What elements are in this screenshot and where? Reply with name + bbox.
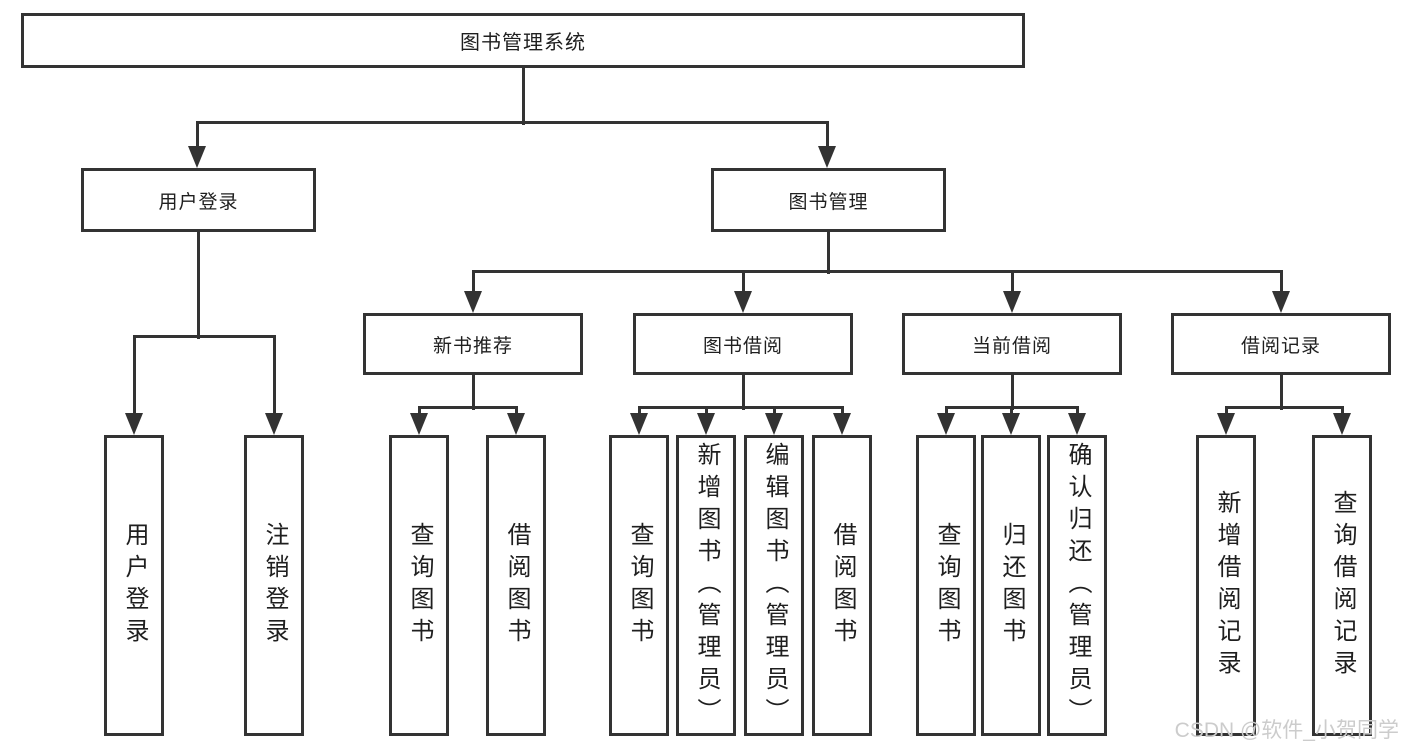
- connector-stem: [1010, 375, 1014, 410]
- node-leaf-edit-books-admin: 编辑图书（管理员）: [744, 435, 804, 736]
- arrow-down-icon: [937, 413, 955, 435]
- connector-drop-line: [1009, 405, 1013, 417]
- node-leaf-logout: 注销登录: [244, 435, 304, 736]
- connector-bar: [417, 405, 518, 409]
- node-new-book-recommend: 新书推荐: [363, 313, 583, 375]
- node-current-borrowing: 当前借阅: [902, 313, 1122, 375]
- node-book-management: 图书管理: [711, 168, 946, 232]
- arrow-down-icon: [507, 413, 525, 435]
- connector-drop-line: [132, 334, 136, 417]
- connector-drop-line: [840, 405, 844, 417]
- connector-drop-line: [1075, 405, 1079, 417]
- arrow-down-icon: [1068, 413, 1086, 435]
- connector-stem: [471, 375, 475, 410]
- connector-stem: [826, 232, 830, 274]
- connector-bar: [637, 405, 844, 409]
- connector-drop-line: [1279, 269, 1283, 295]
- connector-drop-line: [1224, 405, 1228, 417]
- connector-drop-line: [195, 120, 199, 150]
- arrow-down-icon: [125, 413, 143, 435]
- connector-drop-line: [825, 120, 829, 150]
- connector-bar: [132, 334, 276, 338]
- connector-drop-line: [637, 405, 641, 417]
- arrow-down-icon: [1217, 413, 1235, 435]
- connector-bar: [1224, 405, 1344, 409]
- node-user-login: 用户登录: [81, 168, 316, 232]
- node-library-management-system: 图书管理系统: [21, 13, 1025, 68]
- arrow-down-icon: [188, 146, 206, 168]
- arrow-down-icon: [818, 146, 836, 168]
- node-borrowing-records: 借阅记录: [1171, 313, 1391, 375]
- node-leaf-query-books-2: 查询图书: [609, 435, 669, 736]
- node-leaf-confirm-return-admin: 确认归还（管理员）: [1047, 435, 1107, 736]
- connector-drop-line: [1010, 269, 1014, 295]
- node-leaf-borrow-books-1: 借阅图书: [486, 435, 546, 736]
- connector-drop-line: [1340, 405, 1344, 417]
- connector-bar: [195, 120, 829, 124]
- arrow-down-icon: [630, 413, 648, 435]
- connector-drop-line: [514, 405, 518, 417]
- node-leaf-return-books: 归还图书: [981, 435, 1041, 736]
- csdn-watermark: CSDN @软件_小贺同学: [1174, 719, 1399, 742]
- connector-drop-line: [772, 405, 776, 417]
- node-leaf-borrow-books-2: 借阅图书: [812, 435, 872, 736]
- arrow-down-icon: [765, 413, 783, 435]
- arrow-down-icon: [464, 291, 482, 313]
- arrow-down-icon: [1003, 291, 1021, 313]
- node-leaf-user-login: 用户登录: [104, 435, 164, 736]
- node-leaf-query-borrow-record: 查询借阅记录: [1312, 435, 1372, 736]
- connector-drop-line: [704, 405, 708, 417]
- connector-drop-line: [471, 269, 475, 295]
- node-leaf-query-books-1: 查询图书: [389, 435, 449, 736]
- connector-drop-line: [417, 405, 421, 417]
- connector-stem: [1279, 375, 1283, 410]
- arrow-down-icon: [1272, 291, 1290, 313]
- arrow-down-icon: [697, 413, 715, 435]
- arrow-down-icon: [833, 413, 851, 435]
- connector-drop-line: [272, 334, 276, 417]
- arrow-down-icon: [734, 291, 752, 313]
- arrow-down-icon: [1333, 413, 1351, 435]
- arrow-down-icon: [265, 413, 283, 435]
- arrow-down-icon: [410, 413, 428, 435]
- connector-bar: [471, 269, 1283, 273]
- connector-drop-line: [741, 269, 745, 295]
- node-leaf-add-borrow-record: 新增借阅记录: [1196, 435, 1256, 736]
- connector-stem: [521, 68, 525, 125]
- connector-stem: [196, 232, 200, 339]
- connector-drop-line: [944, 405, 948, 417]
- arrow-down-icon: [1002, 413, 1020, 435]
- node-leaf-add-books-admin: 新增图书（管理员）: [676, 435, 736, 736]
- node-leaf-query-books-3: 查询图书: [916, 435, 976, 736]
- node-book-borrowing: 图书借阅: [633, 313, 853, 375]
- connector-stem: [741, 375, 745, 410]
